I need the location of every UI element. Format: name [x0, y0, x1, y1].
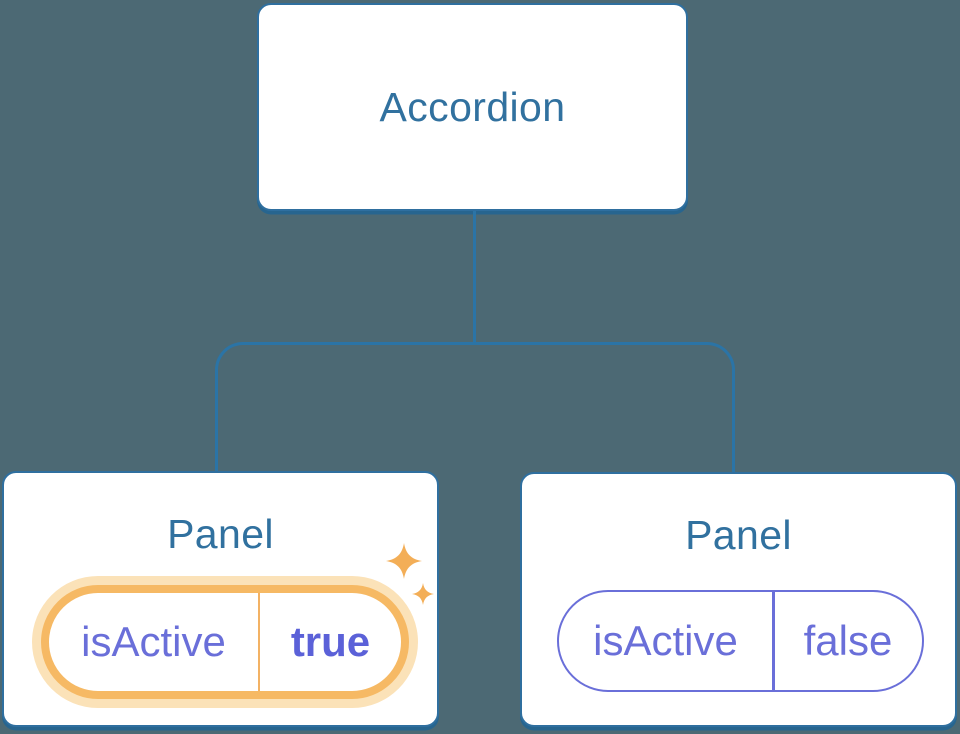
- accordion-label: Accordion: [379, 83, 566, 130]
- state-pill-inactive: isActive false: [557, 590, 924, 692]
- accordion-node: Accordion: [257, 3, 688, 211]
- state-key: isActive: [593, 617, 738, 664]
- panel-node-inactive: Panel isActive false: [520, 472, 957, 727]
- pill-divider: [258, 593, 260, 691]
- panel-node-active: Panel isActive true: [2, 471, 439, 727]
- connector-branch: [215, 342, 735, 472]
- panel-label: Panel: [167, 511, 274, 557]
- state-value: false: [803, 617, 893, 664]
- state-value: true: [290, 618, 371, 665]
- state-pill-active: isActive true: [41, 585, 409, 699]
- state-key: isActive: [81, 618, 226, 665]
- sparkle-icon: [386, 543, 434, 605]
- pill-divider: [772, 592, 775, 690]
- panel-label: Panel: [685, 512, 792, 558]
- connector-stem: [473, 211, 476, 343]
